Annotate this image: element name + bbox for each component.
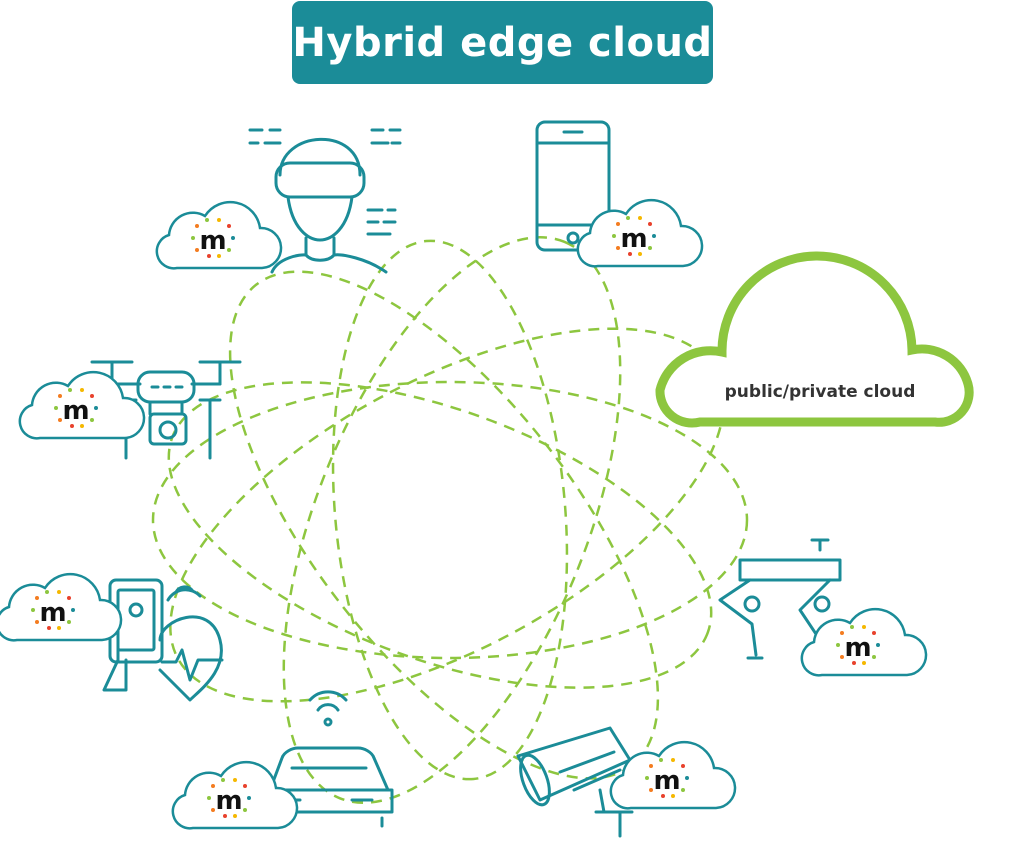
edge-logo-letter: m <box>620 224 647 254</box>
edge-logo-letter: m <box>653 766 680 796</box>
diagram-title: Hybrid edge cloud <box>292 19 713 66</box>
orbit-ellipse <box>228 270 660 780</box>
camera-edge-node: m <box>609 740 737 810</box>
edge-logo-letter: m <box>39 598 66 628</box>
health-edge-node: m <box>0 572 123 642</box>
robot-dog-edge-node: m <box>800 607 928 677</box>
vr-edge-node: m <box>155 200 283 270</box>
car-edge-node: m <box>171 760 299 830</box>
edge-logo-letter: m <box>215 786 242 816</box>
orbit-ellipse <box>169 327 725 703</box>
orbit-ellipse <box>151 380 749 660</box>
title-badge: Hybrid edge cloud <box>292 1 713 84</box>
edge-logo-letter: m <box>844 633 871 663</box>
cloud-label: public/private cloud <box>725 382 916 402</box>
orbit-ellipse <box>282 236 622 804</box>
edge-logo-letter: m <box>199 226 226 256</box>
robot-dog-icon <box>718 538 842 660</box>
edge-logo-letter: m <box>62 396 89 426</box>
smartphone-edge-node: m <box>576 198 704 268</box>
orbit-ellipse <box>331 239 569 781</box>
public-private-cloud: public/private cloud <box>655 251 974 428</box>
drone-edge-node: m <box>18 370 146 440</box>
vr-headset-icon <box>248 128 402 274</box>
